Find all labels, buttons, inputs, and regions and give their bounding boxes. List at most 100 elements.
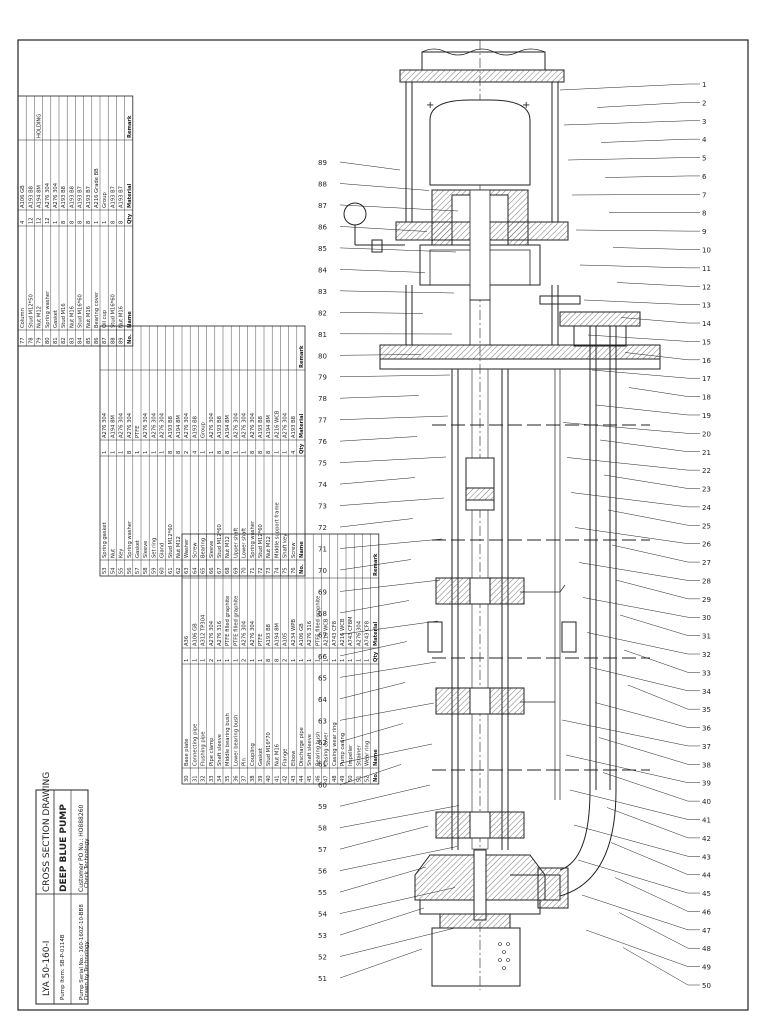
bom3-cell-no: 41 [274, 775, 280, 782]
bom1-cell-qty: 1 [53, 221, 59, 224]
bom1-cell-material: Group [102, 192, 108, 208]
bom2-cell-name: Key [119, 549, 125, 558]
balloon-29: 29 [702, 596, 711, 604]
bom1-header-qty: Qty [127, 213, 133, 224]
bom3-cell-qty: 1 [201, 659, 207, 662]
balloon-59: 59 [318, 803, 327, 811]
bom3-cell-qty: 1 [233, 659, 239, 662]
bom2-cell-name: Nut M12 [225, 536, 231, 558]
leader-line [580, 265, 688, 268]
bom1-cell-material: A193 B7 [86, 186, 92, 208]
balloon-89: 89 [318, 159, 327, 167]
bom3-cell-no: 30 [184, 775, 190, 782]
balloon-23: 23 [702, 486, 711, 494]
leader-line [340, 601, 409, 613]
bom3-cell-no: 44 [299, 775, 305, 782]
leader-line [605, 176, 688, 178]
leader-line [340, 312, 423, 313]
bom2-header-name: Name [299, 541, 305, 558]
balloon-14: 14 [702, 320, 711, 328]
balloon-11: 11 [702, 265, 711, 273]
balloon-26: 26 [702, 541, 711, 549]
balloon-76: 76 [318, 438, 327, 446]
bom3-cell-name: Middle bearing bush [225, 713, 231, 766]
bom1-cell-name: Column [20, 308, 26, 328]
bom2-cell-material: A276 304 [242, 412, 248, 438]
leader-line [604, 475, 688, 489]
bom2-cell-material: A276 304 [184, 412, 190, 438]
bom3-cell-material: A105 [283, 633, 289, 646]
balloon-70: 70 [318, 567, 327, 575]
bom3-cell-material: A276 304 [250, 620, 256, 646]
balloon-86: 86 [318, 223, 327, 231]
balloon-83: 83 [318, 288, 327, 296]
bom3-cell-qty: 1 [192, 659, 198, 662]
leader-line [608, 510, 688, 525]
bom2-cell-name: Nut M12 [176, 536, 182, 558]
balloon-8: 8 [702, 210, 706, 218]
bom2-cell-material: A276 304 [160, 412, 166, 438]
bom2-cell-material: A194 8M [176, 415, 182, 438]
bom3-cell-name: Pump casing [340, 733, 346, 766]
bom3-cell-name: Casing wear ring [332, 722, 338, 766]
balloon-9: 9 [702, 228, 706, 236]
leader-line [620, 615, 688, 636]
bom2-cell-material: Group [201, 422, 207, 438]
bom1-header-remark: Remark [127, 115, 133, 138]
bom2-cell-material: A276 304 [233, 412, 239, 438]
leader-line [623, 948, 688, 986]
balloon-24: 24 [702, 504, 711, 512]
bom3-cell-no: 42 [283, 775, 289, 782]
balloon-30: 30 [702, 614, 711, 622]
bom2-cell-material: A194 8M [110, 415, 116, 438]
bom1-cell-no: 81 [53, 337, 59, 344]
bom2-cell-material: A276 304 [127, 412, 133, 438]
bom2-header-remark: Remark [299, 345, 305, 368]
balloon-17: 17 [702, 375, 711, 383]
bom1-cell-material: A216 Grade BB [94, 168, 100, 208]
leader-line [340, 929, 453, 957]
bom3-cell-name: Strainer [356, 744, 362, 766]
bom3-cell-qty: 8 [274, 659, 280, 662]
bom3-cell-material: A276 304 [356, 620, 362, 646]
bom2-cell-material: A276 304 [283, 412, 289, 438]
balloon-54: 54 [318, 911, 327, 919]
bom2-cell-no: 54 [110, 567, 116, 574]
leader-line [570, 790, 688, 820]
balloon-81: 81 [318, 331, 327, 339]
bom3-cell-no: 33 [209, 775, 215, 782]
bom2-cell-no: 68 [225, 567, 231, 574]
balloon-38: 38 [702, 761, 711, 769]
bom2-cell-name: Spring washer [127, 520, 133, 558]
leader-line [592, 370, 688, 378]
bom2-cell-material: A276 304 [209, 412, 215, 438]
bom1-cell-no: 84 [78, 337, 84, 344]
bom1-cell-name: Oil cup [102, 309, 108, 328]
bom2-cell-name: Sleeve [209, 541, 215, 558]
bom1-cell-name: Nut M16 [86, 306, 92, 328]
bom2-cell-qty: 1 [110, 451, 116, 454]
bom2-cell-no: 63 [184, 567, 190, 574]
bom3-cell-qty: 1 [217, 659, 223, 662]
balloon-79: 79 [318, 374, 327, 382]
leader-line [583, 598, 688, 618]
leader-line [601, 139, 688, 142]
bom3-cell-qty: 1 [184, 659, 190, 662]
bom2-cell-no: 76 [291, 567, 297, 574]
bom2-cell-name: Stud M12*60 [217, 524, 223, 558]
bom2-cell-qty: 8 [225, 451, 231, 454]
bom2-cell-qty: 1 [233, 451, 239, 454]
bom1-cell-name: Stud M16*60 [78, 294, 84, 328]
balloon-32: 32 [702, 651, 711, 659]
bom1-cell-qty: 1 [102, 221, 108, 224]
balloon-1: 1 [702, 81, 706, 89]
leader-line [595, 703, 688, 728]
leader-line [340, 291, 454, 293]
leader-line [575, 528, 688, 544]
balloon-69: 69 [318, 588, 327, 596]
bom1-cell-material: A194 8M [37, 185, 43, 208]
bom3-cell-name: Wear ring [365, 741, 371, 766]
leader-line [617, 283, 688, 287]
leader-line [566, 755, 688, 783]
